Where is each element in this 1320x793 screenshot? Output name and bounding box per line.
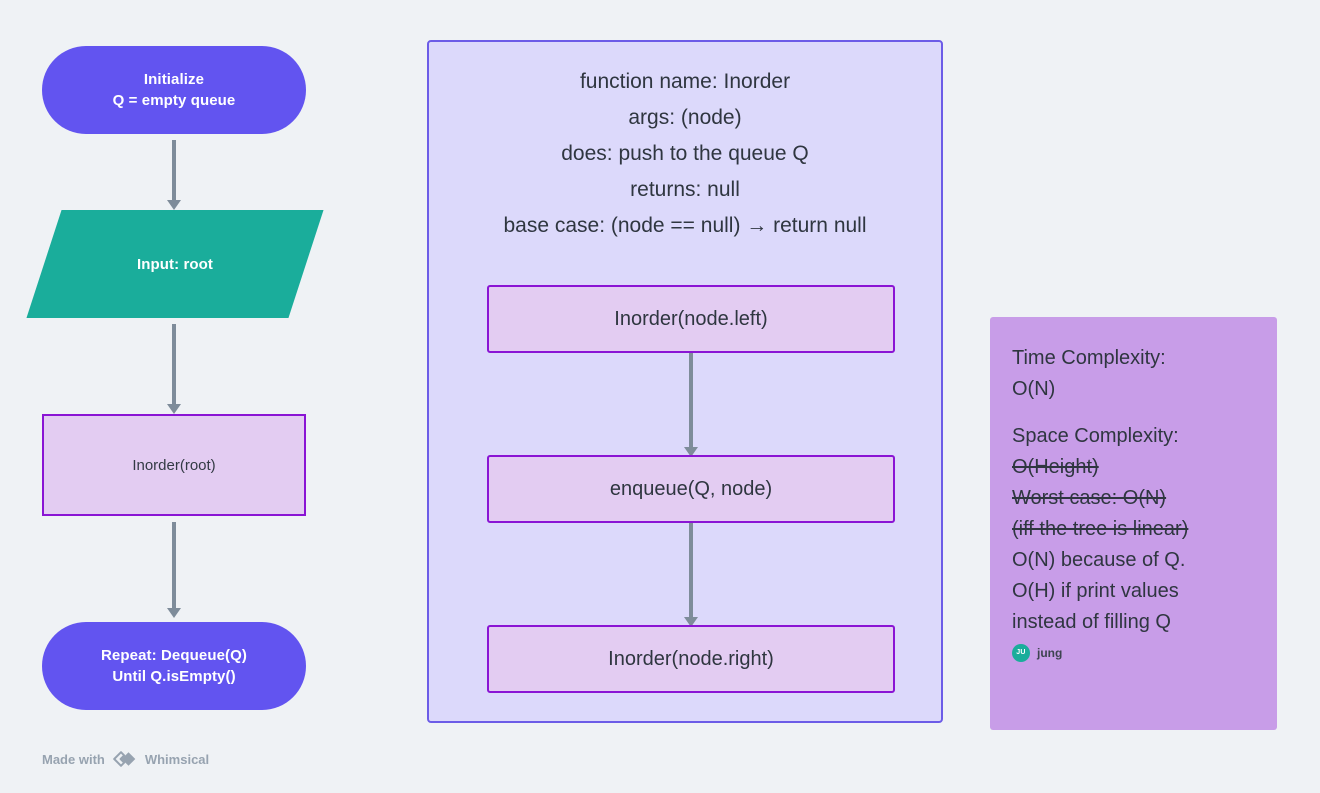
note-space-oheight-struck: O(Height) bbox=[1012, 456, 1099, 478]
arrow-head bbox=[684, 447, 698, 457]
node-initialize[interactable]: Initialize Q = empty queue bbox=[42, 46, 306, 134]
node-enqueue-q-node[interactable]: enqueue(Q, node) bbox=[487, 455, 895, 523]
avatar-name: jung bbox=[1037, 646, 1063, 660]
node-inorder-node-left[interactable]: Inorder(node.left) bbox=[487, 285, 895, 353]
spec-line-base-case: base case: (node == null) → return null bbox=[503, 214, 867, 238]
spec-line-args: args: (node) bbox=[628, 106, 742, 130]
note-author[interactable]: JU jung bbox=[1012, 644, 1255, 663]
node-repeat-dequeue-line-1: Repeat: Dequeue(Q) bbox=[101, 646, 247, 664]
function-spec-panel[interactable]: function name: Inorder args: (node) does… bbox=[427, 40, 943, 723]
note-time-complexity-value: O(N) bbox=[1012, 378, 1056, 400]
node-inorder-node-right[interactable]: Inorder(node.right) bbox=[487, 625, 895, 693]
arrow-stem bbox=[689, 353, 693, 447]
note-spacer bbox=[1012, 405, 1255, 421]
node-inorder-root-label: Inorder(root) bbox=[132, 456, 216, 474]
note-space-complexity-label: Space Complexity: bbox=[1012, 425, 1179, 447]
avatar: JU bbox=[1012, 644, 1030, 663]
node-repeat-dequeue-text: Repeat: Dequeue(Q) Until Q.isEmpty() bbox=[101, 645, 247, 688]
watermark-brand: Whimsical bbox=[144, 751, 210, 767]
watermark-prefix: Made with bbox=[42, 751, 105, 767]
whimsical-logo-icon bbox=[113, 751, 136, 767]
node-repeat-dequeue[interactable]: Repeat: Dequeue(Q) Until Q.isEmpty() bbox=[42, 622, 306, 710]
arrow-stem bbox=[172, 522, 176, 608]
arrow-stem bbox=[689, 523, 693, 617]
node-initialize-line-1: Initialize bbox=[143, 70, 205, 88]
arrow-head bbox=[167, 200, 181, 210]
arrow-stem bbox=[172, 324, 176, 404]
arrow-head bbox=[167, 608, 181, 618]
note-iff-linear-struck: (iff the tree is linear) bbox=[1012, 518, 1189, 540]
whimsical-watermark[interactable]: Made with Whimsical bbox=[42, 750, 209, 768]
node-enqueue-q-node-label: enqueue(Q, node) bbox=[609, 477, 773, 500]
node-initialize-line-2: Q = empty queue bbox=[112, 92, 236, 109]
node-inorder-root[interactable]: Inorder(root) bbox=[42, 414, 306, 516]
note-instead-of-filling-q: instead of filling Q bbox=[1012, 611, 1171, 633]
node-repeat-dequeue-line-2: Until Q.isEmpty() bbox=[112, 668, 236, 685]
arrow-stem bbox=[172, 140, 176, 200]
node-input-root[interactable]: Input: root bbox=[26, 210, 324, 318]
spec-line-function-name: function name: Inorder bbox=[579, 70, 791, 93]
note-time-complexity-label: Time Complexity: bbox=[1012, 347, 1166, 369]
complexity-notes-panel[interactable]: Time Complexity: O(N) Space Complexity: … bbox=[990, 317, 1277, 730]
node-input-root-label: Input: root bbox=[136, 255, 214, 273]
node-inorder-node-right-label: Inorder(node.right) bbox=[608, 647, 774, 670]
arrow-head bbox=[684, 617, 698, 627]
node-initialize-text: Initialize Q = empty queue bbox=[113, 69, 236, 112]
note-on-because-of-q: O(N) because of Q. bbox=[1012, 549, 1186, 571]
arrow-head bbox=[167, 404, 181, 414]
function-spec-text: function name: Inorder args: (node) does… bbox=[429, 64, 941, 245]
note-oh-if-print-values: O(H) if print values bbox=[1012, 580, 1179, 602]
spec-line-returns: returns: null bbox=[630, 178, 740, 202]
note-worst-case-struck: Worst case: O(N) bbox=[1012, 487, 1167, 509]
spec-line-does: does: push to the queue Q bbox=[561, 142, 809, 166]
node-inorder-node-left-label: Inorder(node.left) bbox=[614, 307, 768, 330]
